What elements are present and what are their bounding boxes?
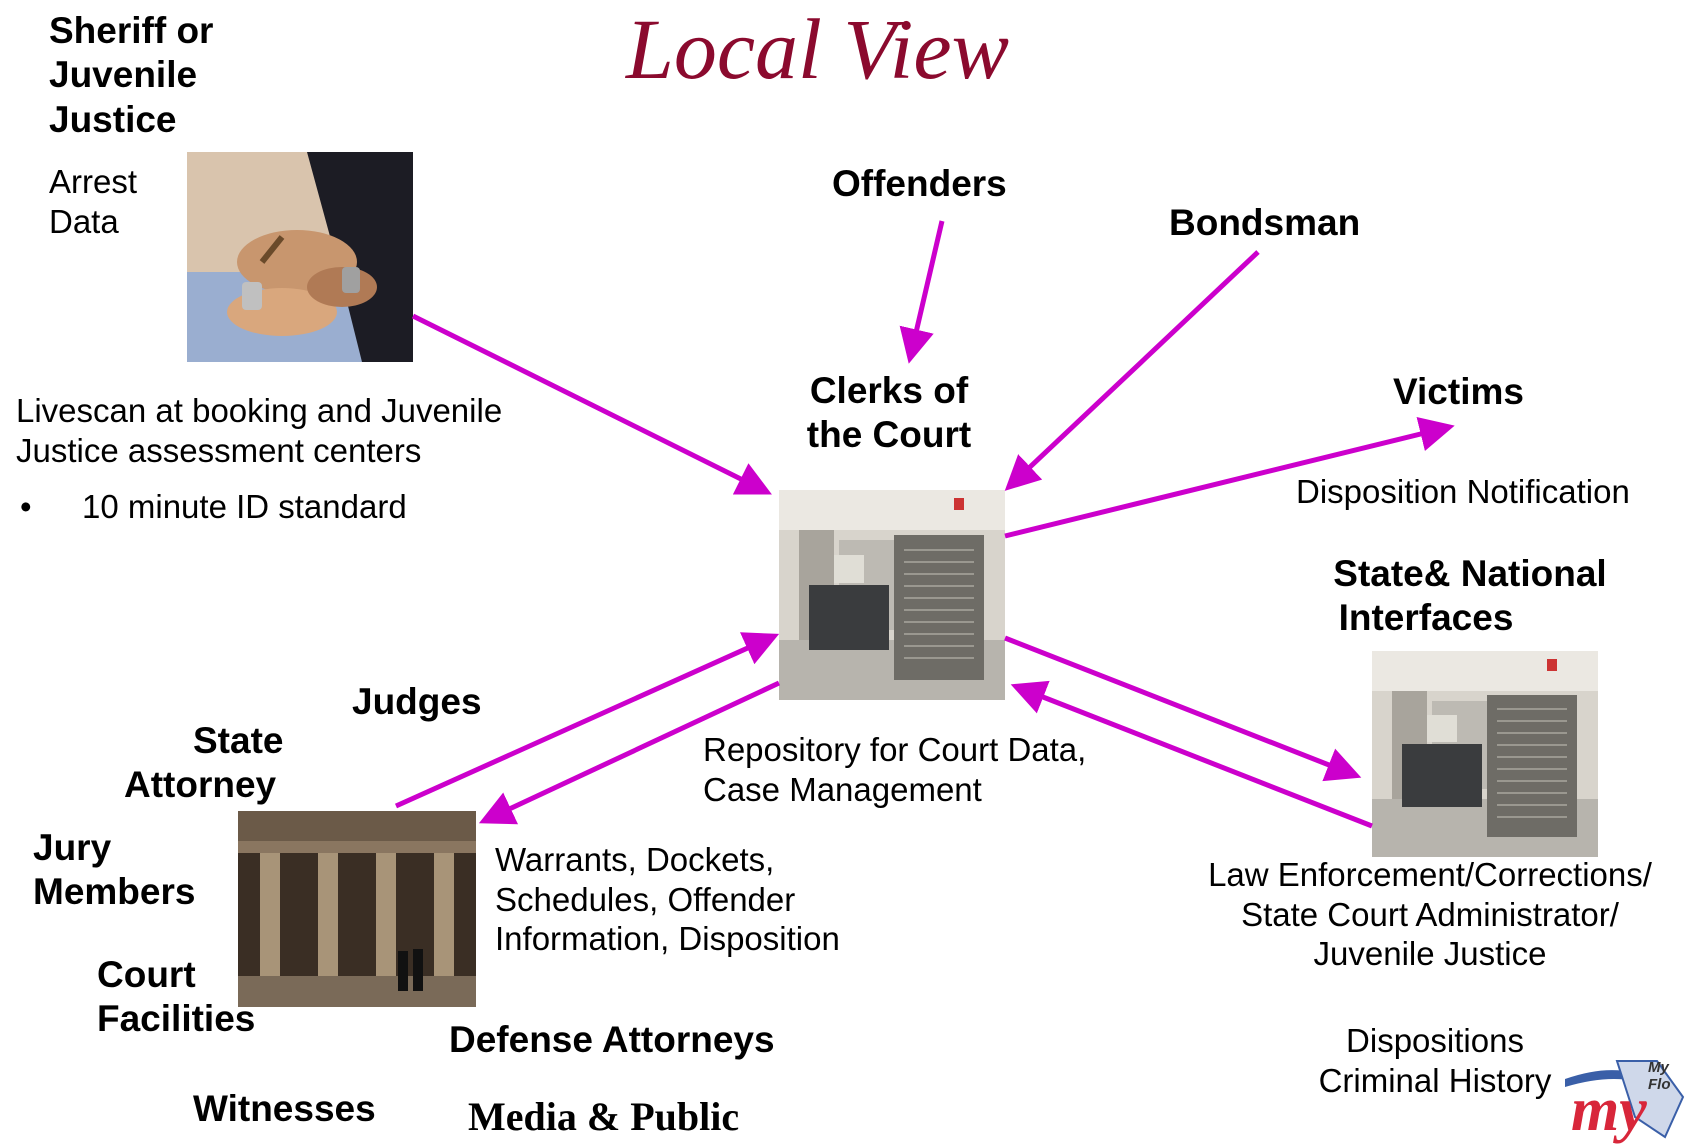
jury-line-1: Jury: [33, 827, 112, 868]
livescan-line-1: Livescan at booking and Juvenile: [16, 392, 503, 429]
offenders-label: Offenders: [832, 163, 1007, 204]
courthouse-photo: [238, 811, 476, 1007]
livescan-line-2: Justice assessment centers: [16, 431, 422, 469]
arrow-offenders-to-clerks: [899, 220, 945, 364]
arrow-court-to-clerks: [394, 632, 780, 809]
law-enforcement-line-3: Juvenile Justice: [1313, 935, 1547, 973]
arrest-photo: [187, 152, 413, 362]
dispositions-text: Dispositions Criminal History: [1285, 1021, 1585, 1100]
arrest-data-line-2: Data: [49, 202, 119, 240]
arrow-clerks-to-interfaces: [1004, 635, 1362, 782]
dispositions-line-1: Dispositions: [1346, 1022, 1524, 1059]
victims-label: Victims: [1393, 371, 1524, 412]
sheriff-heading-line-2: Juvenile: [49, 54, 198, 96]
law-enforcement-line-2: State Court Administrator/: [1241, 895, 1619, 933]
clerks-line-2: the Court: [806, 414, 972, 456]
state-national-line-1: State& National: [1333, 553, 1607, 594]
sheriff-heading-line-3: Justice: [49, 98, 177, 140]
repository-line-2: Case Management: [703, 770, 982, 808]
livescan-bullet-text: 10 minute ID standard: [82, 488, 407, 525]
arrow-sheriff-to-clerks: [411, 313, 772, 495]
state-national-line-2: Interfaces: [1338, 597, 1514, 639]
state-attorney-line-1: State: [193, 720, 284, 761]
warrants-line-2: Schedules, Offender: [495, 880, 796, 918]
arrow-interfaces-to-clerks: [1010, 680, 1373, 829]
logo-mark: my: [1571, 1076, 1647, 1144]
arrest-data-line-1: Arrest: [49, 163, 138, 200]
jury-members-label: Jury Members: [33, 826, 195, 915]
livescan-text: Livescan at booking and Juvenile Justice…: [16, 391, 502, 470]
bullet-dot: •: [20, 488, 32, 525]
clerks-line-1: Clerks of: [809, 370, 969, 411]
page-title: Local View: [626, 1, 1009, 97]
media-public-label: Media & Public: [468, 1094, 740, 1139]
law-enforcement-line-1: Law Enforcement/Corrections/: [1208, 856, 1652, 893]
sheriff-heading: Sheriff or Juvenile Justice: [49, 9, 213, 142]
judges-label: Judges: [352, 681, 482, 722]
sheriff-heading-line-1: Sheriff or: [49, 10, 214, 51]
arrest-data-label: Arrest Data: [49, 162, 137, 241]
bondsman-label: Bondsman: [1169, 202, 1361, 243]
myflorida-logo: My Flo my: [1565, 1057, 1690, 1144]
law-enforcement-text: Law Enforcement/Corrections/ State Court…: [1170, 855, 1690, 974]
repository-line-1: Repository for Court Data,: [703, 731, 1087, 768]
court-facilities-line-1: Court: [97, 954, 196, 995]
court-facilities-label: Court Facilities: [97, 953, 255, 1042]
logo-text: My Flo: [1648, 1059, 1671, 1093]
arrow-bondsman-to-clerks: [1004, 250, 1260, 491]
warrants-line-3: Information, Disposition: [495, 920, 840, 958]
disposition-notification-text: Disposition Notification: [1296, 473, 1630, 510]
dispositions-line-2: Criminal History: [1318, 1061, 1552, 1099]
state-national-label: State& National Interfaces: [1290, 552, 1650, 641]
state-attorney-label: State Attorney: [124, 719, 283, 808]
defense-attorneys-label: Defense Attorneys: [449, 1019, 775, 1060]
interfaces-server-photo: [1372, 651, 1598, 857]
state-attorney-line-2: Attorney: [124, 764, 277, 806]
warrants-text: Warrants, Dockets, Schedules, Offender I…: [495, 840, 840, 959]
jury-line-2: Members: [33, 871, 196, 913]
repository-text: Repository for Court Data, Case Manageme…: [703, 730, 1086, 809]
warrants-line-1: Warrants, Dockets,: [495, 841, 775, 878]
witnesses-label: Witnesses: [193, 1088, 376, 1129]
arrow-clerks-to-court: [478, 680, 781, 825]
clerks-label: Clerks of the Court: [776, 369, 1002, 458]
arrow-clerks-to-victims: [1004, 416, 1455, 539]
court-facilities-line-2: Facilities: [97, 998, 256, 1040]
livescan-bullet-item: • 10 minute ID standard: [20, 487, 407, 527]
clerks-server-photo: [779, 490, 1005, 700]
